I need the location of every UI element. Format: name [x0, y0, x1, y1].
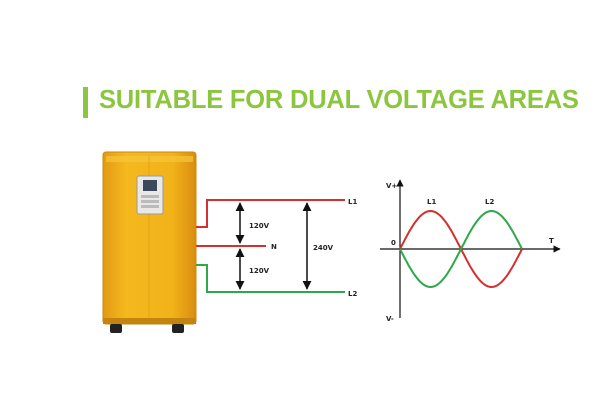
label-t-axis: T — [549, 237, 554, 245]
label-wave-l1: L1 — [427, 198, 436, 206]
inverter-cabinet — [102, 151, 197, 333]
label-v-plus: V+ — [386, 182, 397, 190]
label-v-minus: V- — [386, 315, 394, 323]
label-wave-l2: L2 — [485, 198, 494, 206]
l1-wire — [196, 199, 345, 228]
waveform-graph — [380, 179, 561, 318]
voltage-arrows — [235, 202, 312, 290]
l2-wire — [196, 264, 345, 293]
label-zero: 0 — [391, 239, 396, 247]
title-accent-bar — [83, 87, 88, 118]
l2-waveform — [399, 209, 523, 289]
label-l2: L2 — [348, 290, 357, 298]
label-lower-voltage: 120V — [249, 267, 270, 275]
label-l1: L1 — [348, 198, 357, 206]
wires — [196, 199, 345, 293]
label-upper-voltage: 120V — [249, 222, 270, 230]
label-total-voltage: 240V — [313, 244, 334, 252]
page-title: SUITABLE FOR DUAL VOLTAGE AREAS — [99, 86, 579, 114]
label-neutral: N — [271, 243, 277, 251]
